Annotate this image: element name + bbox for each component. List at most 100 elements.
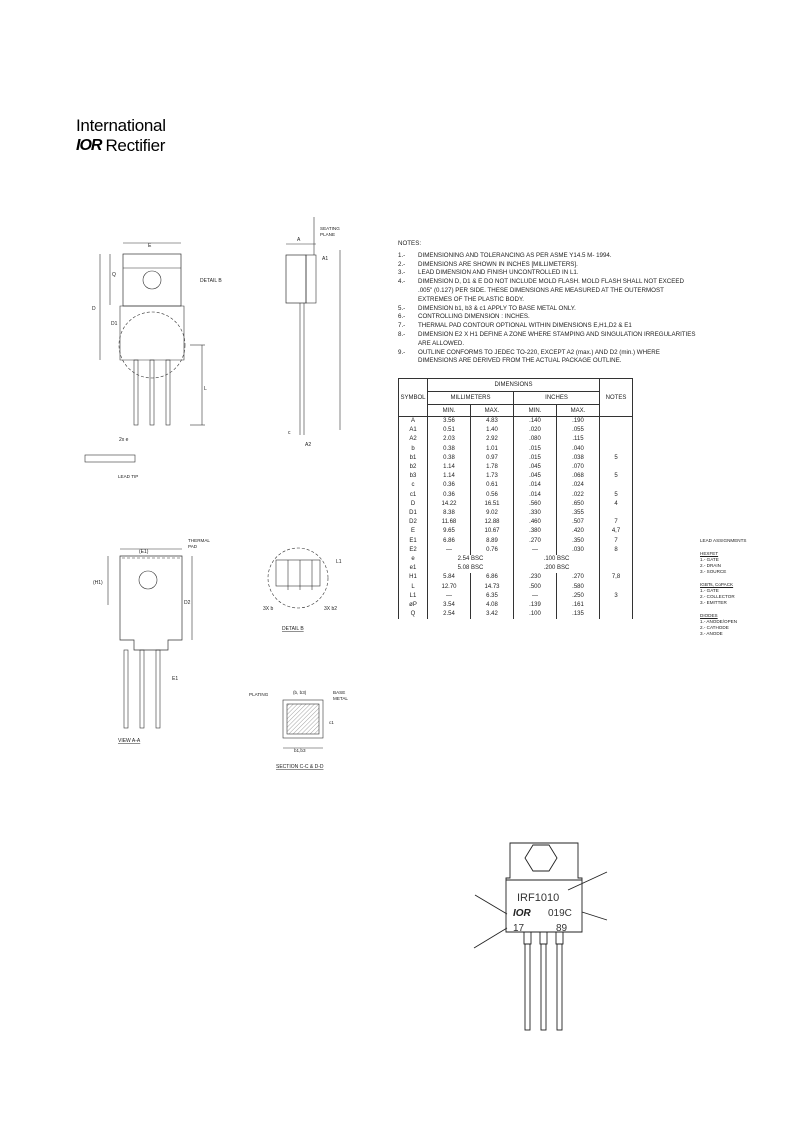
cell-notes: 5 [599, 453, 633, 464]
cell-symbol: E1 [398, 536, 428, 546]
note-text: THERMAL PAD CONTOUR OPTIONAL WITHIN DIME… [418, 322, 632, 330]
cell-mm-bsc: 5.08 BSC [427, 564, 514, 574]
note-item: 1.- DIMENSIONING AND TOLERANCING AS PER A… [398, 252, 698, 261]
dim-a1-label: A1 [322, 256, 328, 262]
col-in-min: MIN. [513, 404, 557, 417]
cell-notes: 3 [599, 591, 633, 602]
logo-rectifier: Rectifier [105, 136, 166, 155]
cell-symbol: øP [398, 601, 428, 611]
cell-in-min: .460 [513, 518, 557, 528]
note-number: 1.- [398, 251, 406, 259]
cell-in-min: .014 [513, 481, 557, 491]
cell-notes [599, 610, 633, 620]
cell-symbol: D2 [398, 518, 428, 528]
notes-list: 1.- DIMENSIONING AND TOLERANCING AS PER A… [398, 252, 698, 366]
dim-c-label: c [288, 430, 291, 436]
col-millimeters: MILLIMETERS [427, 391, 514, 405]
note-item: 8.-DIMENSION E2 X H1 DEFINE A ZONE WHERE… [398, 331, 698, 349]
cell-in-max: .135 [556, 610, 600, 620]
cell-mm-max: 0.56 [470, 490, 514, 500]
cell-notes: 7,8 [599, 573, 633, 583]
dim-b1b3-label: b1,b3 [294, 748, 306, 753]
cell-mm-min: 3.54 [427, 601, 471, 611]
lead-group-item: 3.- EMITTER [700, 600, 727, 605]
note-number: 5.- [398, 304, 406, 312]
note-number: 8.- [398, 330, 406, 338]
ir-logo-mark: IOR [76, 137, 102, 154]
cell-mm-min: 0.36 [427, 490, 471, 500]
cell-mm-max: 0.97 [470, 453, 514, 464]
lead-group-item: 3.- SOURCE [700, 569, 727, 574]
cell-symbol: L [398, 582, 428, 592]
note-item: 5.-DIMENSION b1, b3 & c1 APPLY TO BASE M… [398, 305, 698, 314]
note-number: 3.- [398, 269, 406, 277]
cell-symbol: D [398, 499, 428, 510]
col-in-max: MAX. [556, 404, 600, 417]
cell-in-min: .015 [513, 444, 557, 454]
cell-in-max: .038 [556, 453, 600, 464]
cell-notes [599, 509, 633, 519]
cell-notes: 4,7 [599, 527, 633, 537]
cell-in-max: .650 [556, 499, 600, 510]
dim-3xb2-label: 3X b2 [324, 606, 337, 612]
dim-e1b-label: E1 [172, 676, 178, 682]
cell-in-min: .014 [513, 490, 557, 500]
lead-group-item: 1.- ANODE/OPEN [700, 619, 738, 624]
cell-in-min: .080 [513, 435, 557, 445]
note-item: 3.-LEAD DIMENSION AND FINISH UNCONTROLLE… [398, 269, 698, 278]
side-view [285, 217, 341, 435]
cell-mm-max: 9.02 [470, 509, 514, 519]
cell-in-max: .250 [556, 591, 600, 602]
cell-mm-max: 1.78 [470, 463, 514, 473]
detail-b-drawing [267, 547, 329, 609]
cell-mm-min: — [427, 591, 471, 602]
cell-symbol: H1 [398, 573, 428, 583]
dim-l1-label: L1 [336, 559, 342, 565]
dimensions-table: SYMBOL DIMENSIONS NOTES MILLIMETERS INCH… [398, 378, 633, 620]
cell-in-bsc: .100 BSC [513, 555, 600, 565]
cell-mm-min: 1.14 [427, 472, 471, 482]
lead-group-item: 1.- GATE [700, 557, 719, 562]
cell-mm-max: 2.92 [470, 435, 514, 445]
note-number: 9.- [398, 348, 406, 356]
cell-symbol: c [398, 481, 428, 491]
cell-in-max: .190 [556, 416, 600, 427]
cell-mm-min: 0.51 [427, 426, 471, 436]
cell-in-max: .068 [556, 472, 600, 482]
cell-symbol: Q [398, 610, 428, 620]
cell-in-max: .022 [556, 490, 600, 500]
cell-in-max: .040 [556, 444, 600, 454]
cell-mm-min: 3.56 [427, 416, 471, 427]
cell-mm-min: 5.84 [427, 573, 471, 583]
lead-group-name: HEXFET [700, 551, 719, 556]
cell-notes [599, 582, 633, 592]
detail-b-title: DETAIL B [282, 626, 304, 632]
dim-e-label: E [148, 243, 152, 249]
cell-mm-max: 0.76 [470, 545, 514, 556]
seating-plane-label-1: SEATING [320, 226, 340, 231]
note-item: 7.-THERMAL PAD CONTOUR OPTIONAL WITHIN D… [398, 322, 698, 331]
note-text: DIMENSIONING AND TOLERANCING AS PER ASME… [418, 251, 612, 259]
cell-notes: 8 [599, 545, 633, 556]
cell-mm-max: 6.86 [470, 573, 514, 583]
note-item: 2.-DIMENSIONS ARE SHOWN IN INCHES [MILLI… [398, 261, 698, 270]
col-dimensions: DIMENSIONS [427, 378, 600, 392]
marking-logo: IOR [513, 908, 532, 919]
cell-mm-max: 8.89 [470, 536, 514, 546]
cell-in-min: .100 [513, 610, 557, 620]
dim-2xe-label: 2x e [119, 437, 129, 443]
cell-in-max: .350 [556, 536, 600, 546]
cell-symbol: A1 [398, 426, 428, 436]
